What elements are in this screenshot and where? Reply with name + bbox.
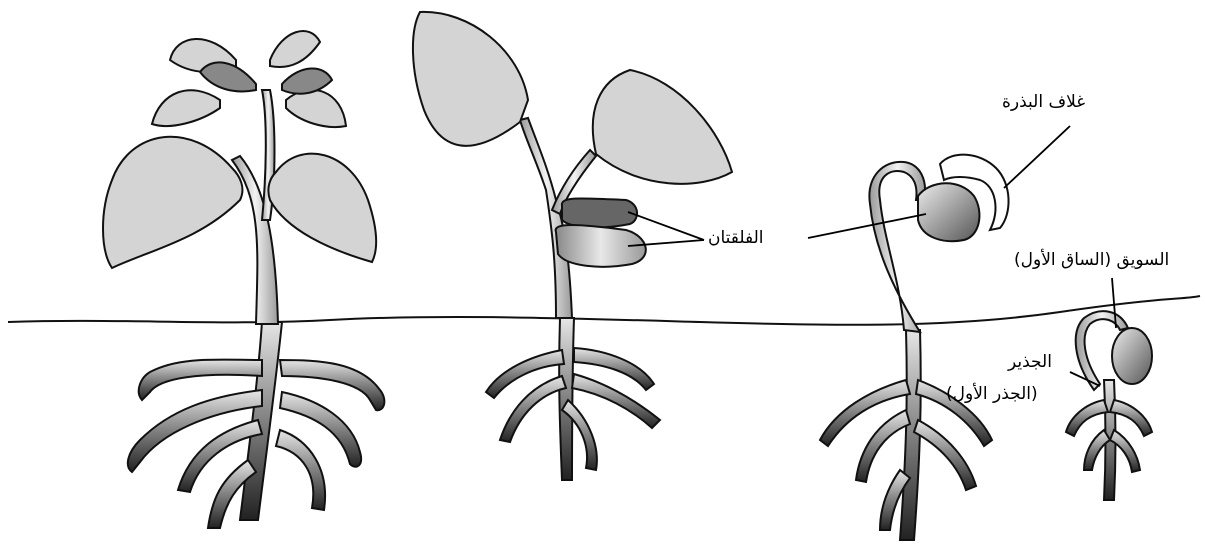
radicle-label: الجذير: [1008, 352, 1052, 373]
radicle-label-sub: (الجذر الأول): [946, 384, 1038, 405]
germinating-seedling: [820, 155, 1009, 540]
cotyledons-label: الفلقتان: [708, 228, 764, 249]
germinating-seedling-hypocotyl: [869, 162, 925, 332]
young-plant-cotyledons: [556, 198, 646, 266]
seed-coat-label: غلاف البذرة: [1002, 92, 1085, 113]
sprouting-seed-roots: [1066, 380, 1152, 500]
sprouting-seed-bean: [1112, 328, 1152, 384]
leader-cotyledons-right: [808, 214, 926, 238]
sprouting-seed: [1066, 311, 1152, 500]
hypocotyl-label: السويق (الساق الأول): [1014, 250, 1169, 271]
germinating-seedling-roots: [820, 330, 992, 540]
mature-plant-leaves: [103, 31, 376, 268]
leader-seed-coat: [1004, 126, 1070, 188]
mature-plant-roots: [128, 322, 385, 528]
young-plant-leaves: [413, 12, 732, 184]
soil-line: [8, 296, 1200, 325]
young-plant-roots: [486, 318, 660, 480]
mature-plant: [103, 31, 384, 528]
young-plant: [413, 12, 732, 480]
germinating-seedling-cotyledon: [918, 183, 979, 241]
